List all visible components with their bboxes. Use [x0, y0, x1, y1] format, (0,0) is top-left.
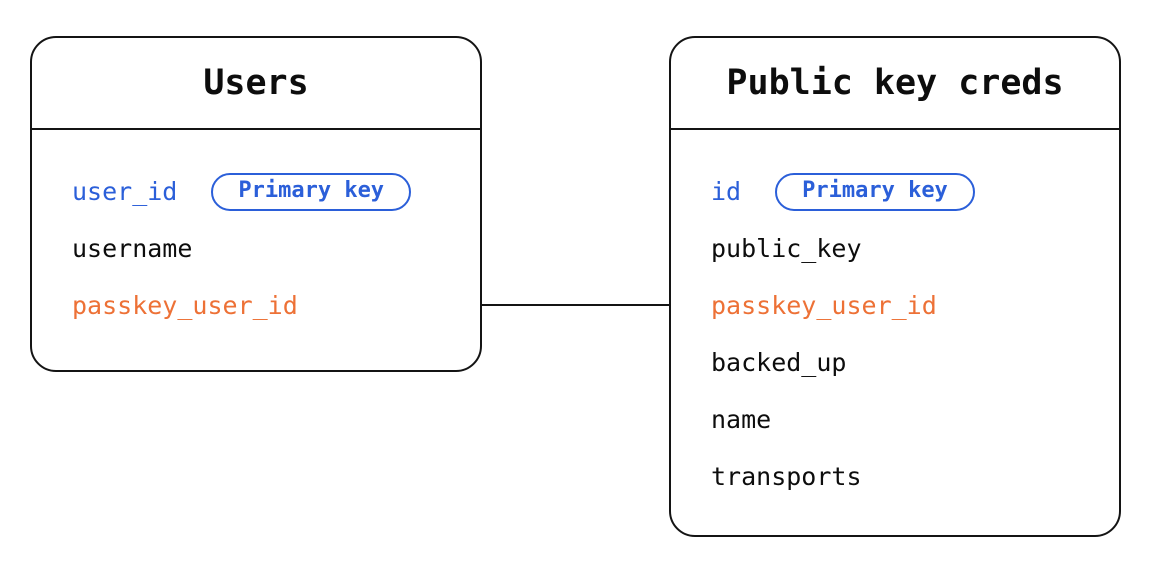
- field-username: username: [72, 234, 193, 263]
- primary-key-badge: Primary key: [211, 172, 412, 211]
- primary-key-badge: Primary key: [775, 172, 975, 211]
- table-row: name: [711, 391, 1119, 448]
- table-row: passkey_user_id: [711, 277, 1119, 334]
- field-name: name: [711, 405, 772, 434]
- table-row: user_id Primary key: [72, 163, 480, 220]
- table-public-key-creds: Public key creds id Primary key public_k…: [669, 36, 1121, 537]
- table-row: backed_up: [711, 334, 1119, 391]
- field-transports: transports: [711, 462, 862, 491]
- table-row: transports: [711, 448, 1119, 505]
- table-users-rows: user_id Primary key username passkey_use…: [32, 130, 480, 334]
- field-passkey-user-id: passkey_user_id: [711, 291, 937, 320]
- field-user-id: user_id: [72, 177, 178, 206]
- field-backed-up: backed_up: [711, 348, 847, 377]
- table-users-header: Users: [32, 38, 480, 130]
- table-users: Users user_id Primary key username passk…: [30, 36, 482, 372]
- table-row: public_key: [711, 220, 1119, 277]
- table-row: passkey_user_id: [72, 277, 480, 334]
- table-row: id Primary key: [711, 163, 1119, 220]
- table-public-key-creds-rows: id Primary key public_key passkey_user_i…: [671, 130, 1119, 505]
- table-public-key-creds-header: Public key creds: [671, 38, 1119, 130]
- relationship-line: [481, 304, 670, 306]
- table-users-title: Users: [203, 63, 309, 103]
- table-public-key-creds-title: Public key creds: [726, 63, 1064, 103]
- field-id: id: [711, 177, 742, 206]
- field-passkey-user-id: passkey_user_id: [72, 291, 298, 320]
- table-row: username: [72, 220, 480, 277]
- field-public-key: public_key: [711, 234, 862, 263]
